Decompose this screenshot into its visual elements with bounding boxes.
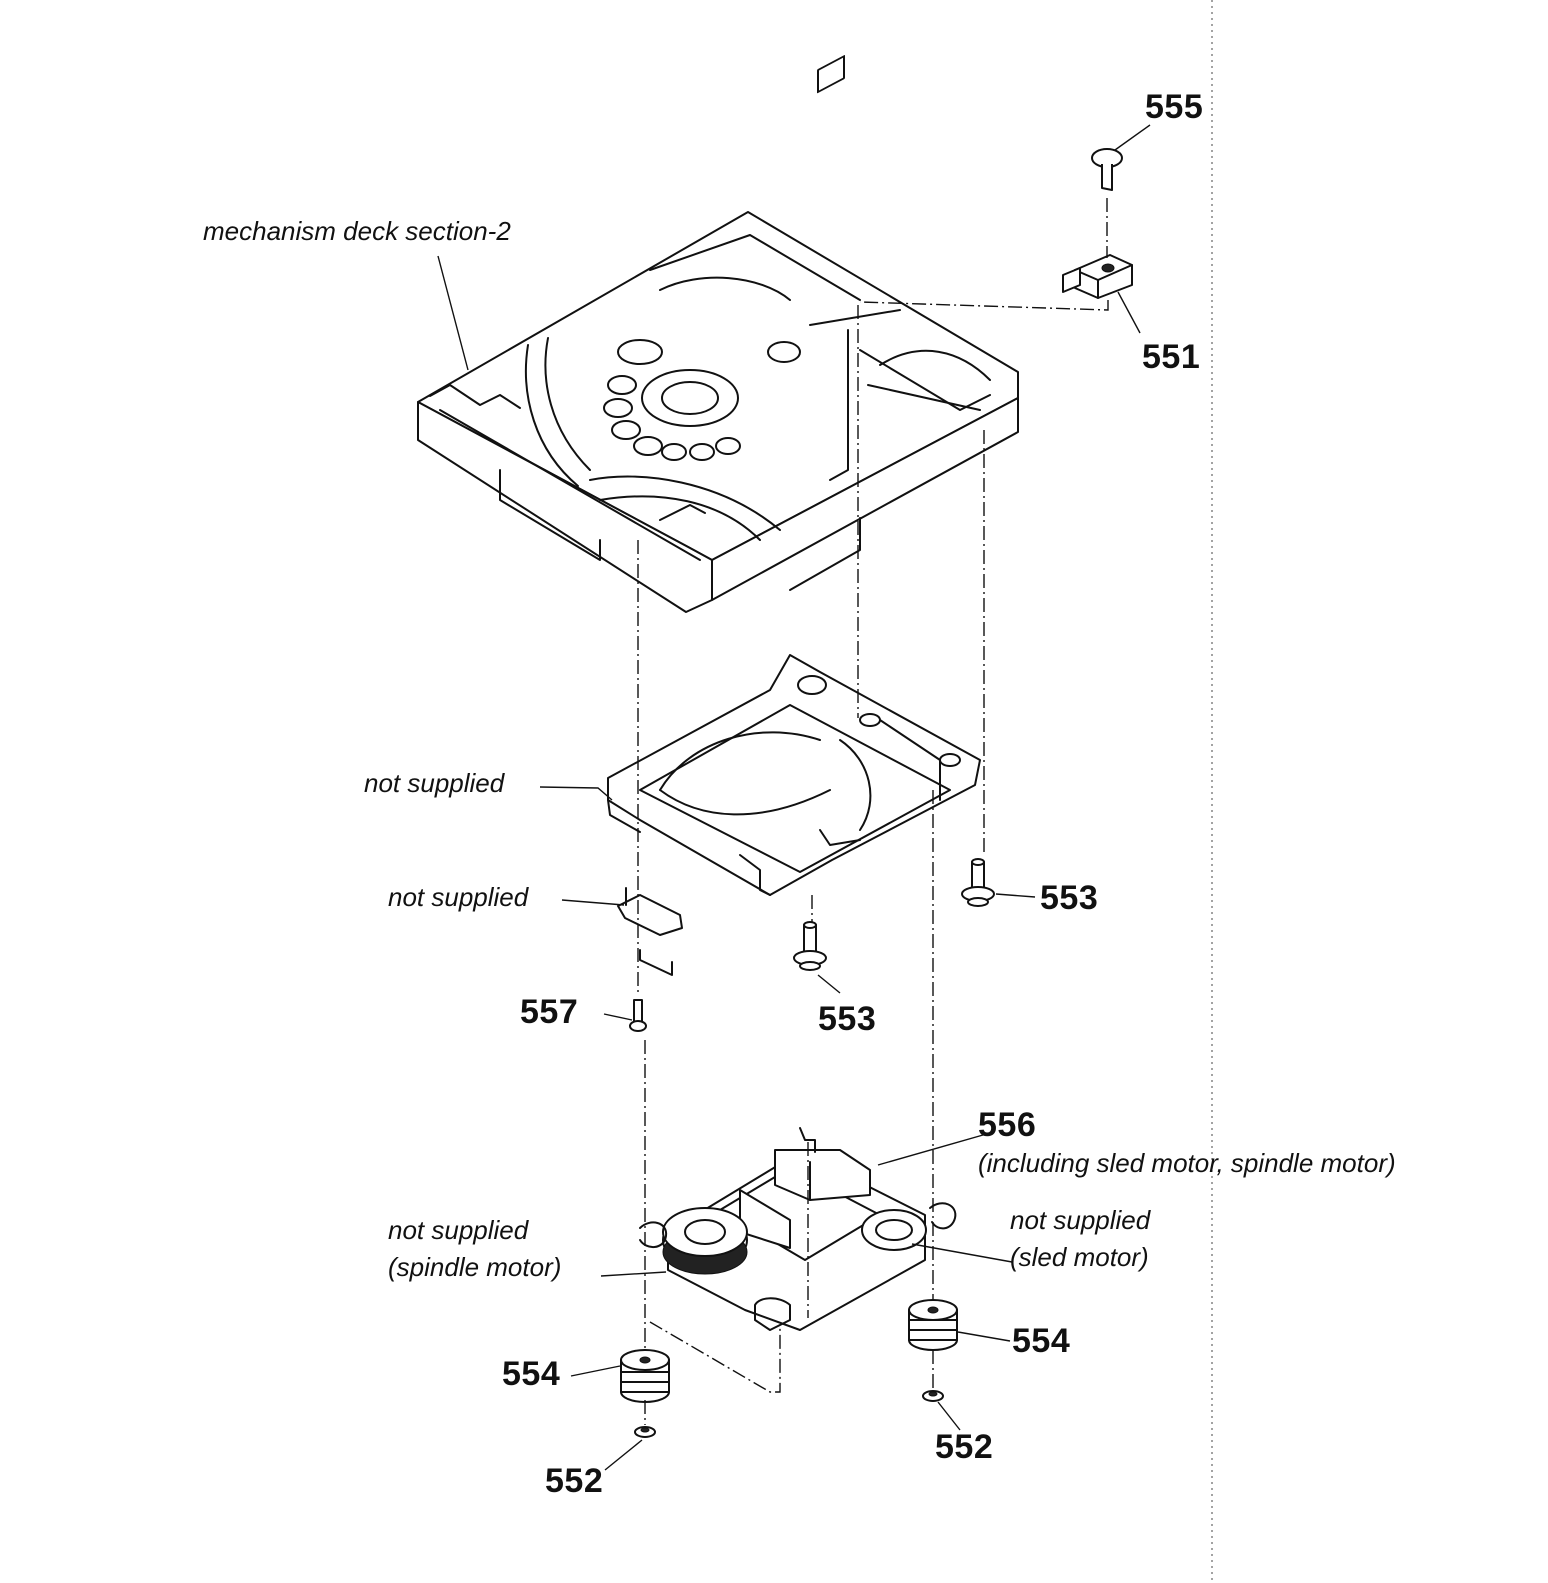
screw-553-right (961, 858, 995, 907)
part-number-551: 551 (1142, 338, 1201, 376)
part-number-557: 557 (520, 993, 579, 1031)
part-number-556: 556 (978, 1106, 1037, 1144)
label-not-supplied-sled: not supplied (1010, 1205, 1151, 1235)
bracket (617, 887, 683, 976)
part-number-552-left: 552 (545, 1462, 604, 1500)
label-not-supplied-bracket: not supplied (388, 882, 529, 912)
part-number-555: 555 (1145, 88, 1204, 126)
part-number-554-left: 554 (502, 1355, 561, 1393)
part-number-553-center: 553 (818, 1000, 877, 1038)
label-sled-motor: (sled motor) (1010, 1242, 1149, 1272)
label-556-includes: (including sled motor, spindle motor) (978, 1148, 1396, 1178)
insulator-554-right (908, 1299, 958, 1351)
middle-frame (607, 654, 981, 896)
screw-557 (629, 999, 647, 1032)
screw-552-right (922, 1390, 944, 1402)
base-unit-556 (639, 1127, 957, 1331)
screw-555 (1091, 148, 1123, 191)
leader-lines (437, 124, 1151, 1471)
part-number-554-right: 554 (1012, 1322, 1071, 1360)
part-number-552-right: 552 (935, 1428, 994, 1466)
insulator-554-left (620, 1349, 670, 1403)
label-not-supplied-spindle: not supplied (388, 1215, 529, 1245)
part-number-553-right: 553 (1040, 879, 1099, 917)
label-not-supplied-frame: not supplied (364, 768, 505, 798)
screw-553-center (793, 921, 827, 971)
screw-552-left (634, 1426, 656, 1438)
alignment-lines (637, 198, 1109, 1425)
label-mechanism-deck-section: mechanism deck section-2 (203, 216, 511, 246)
label-spindle-motor: (spindle motor) (388, 1252, 562, 1282)
part-551 (1062, 254, 1133, 299)
mechanism-deck (417, 55, 1019, 613)
